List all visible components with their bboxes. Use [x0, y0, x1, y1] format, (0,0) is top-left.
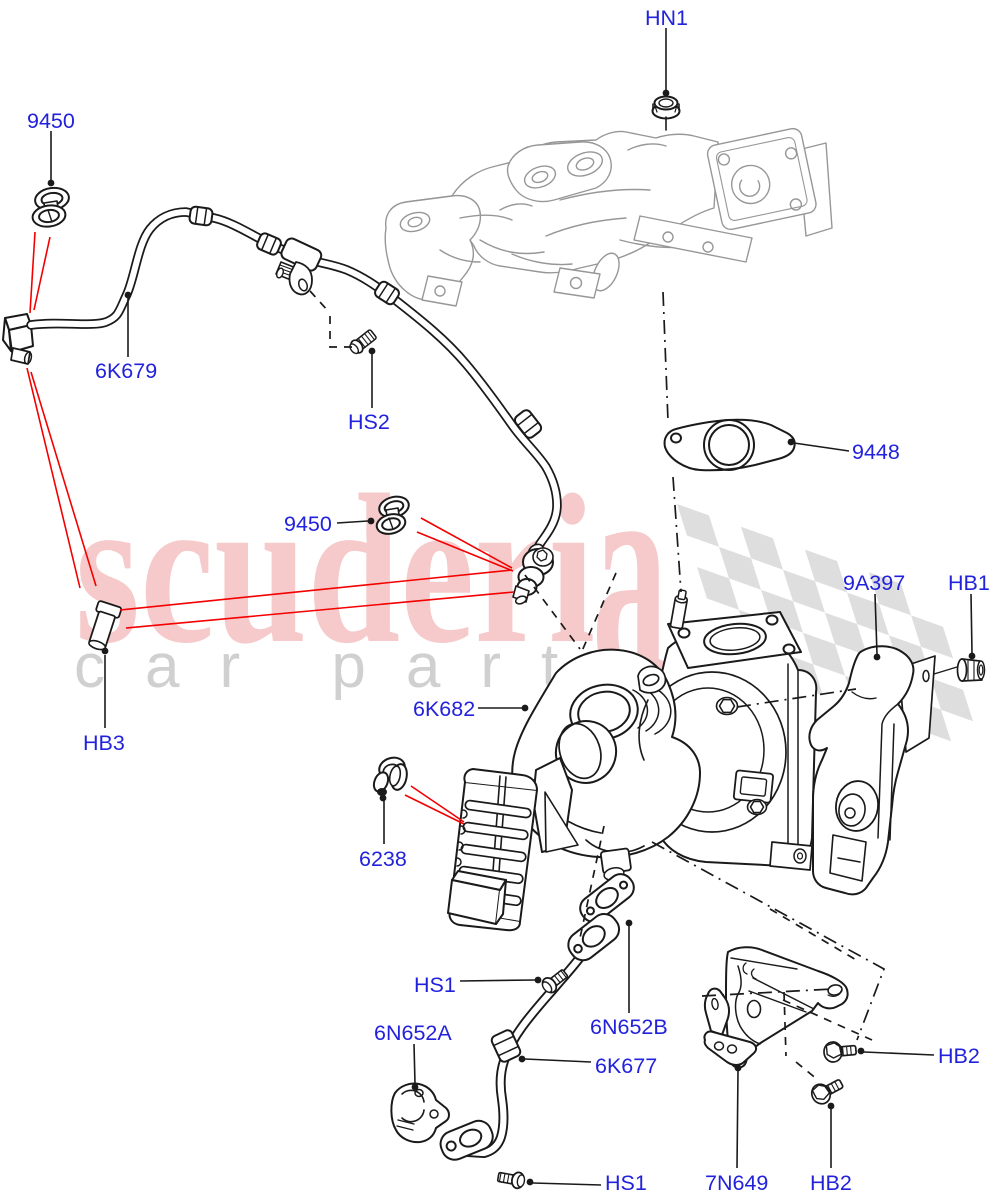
svg-text:HS2: HS2	[348, 410, 390, 434]
svg-text:HB3: HB3	[83, 731, 125, 755]
svg-text:6238: 6238	[359, 847, 407, 871]
svg-text:6N652B: 6N652B	[590, 1015, 668, 1039]
svg-text:7N649: 7N649	[705, 1171, 768, 1195]
svg-text:9448: 9448	[852, 440, 900, 464]
svg-text:HB2: HB2	[938, 1044, 980, 1068]
svg-text:HB2: HB2	[810, 1171, 852, 1195]
svg-text:6K679: 6K679	[95, 359, 157, 383]
svg-text:9450: 9450	[284, 512, 332, 536]
svg-text:6N652A: 6N652A	[374, 1021, 452, 1045]
svg-text:HS1: HS1	[414, 973, 456, 997]
svg-text:9450: 9450	[27, 109, 75, 133]
svg-text:6K682: 6K682	[413, 697, 475, 721]
svg-text:6K677: 6K677	[595, 1054, 657, 1078]
svg-text:HN1: HN1	[645, 6, 688, 30]
svg-text:9A397: 9A397	[843, 571, 905, 595]
svg-text:HB1: HB1	[948, 571, 990, 595]
svg-text:HS1: HS1	[605, 1171, 647, 1195]
svg-text:car parts: car parts	[74, 632, 669, 701]
